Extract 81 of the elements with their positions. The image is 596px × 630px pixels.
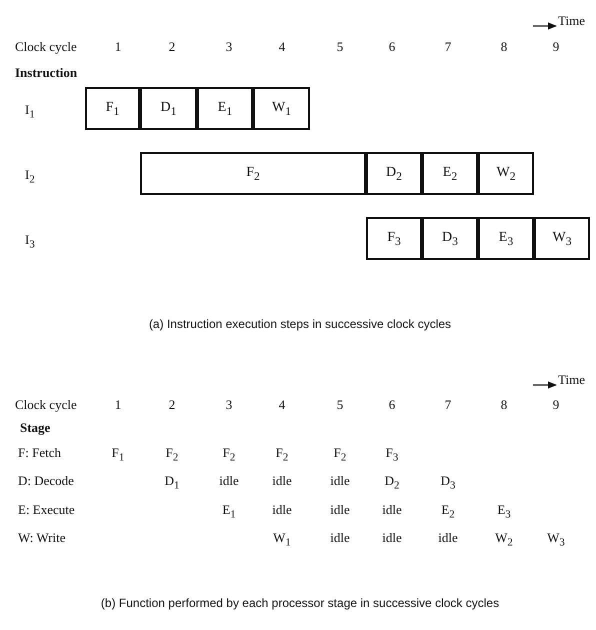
table-cell: D$_{1}$ [164, 474, 180, 492]
column-number: 7 [444, 40, 452, 53]
table-cell: E$_{2}$ [441, 503, 455, 520]
stage-label: E$_{2}$ [442, 164, 458, 182]
stage-box [478, 217, 534, 260]
axis-label: Time [558, 373, 585, 386]
stage-box [253, 87, 310, 130]
stage-label: E$_{1}$ [218, 100, 232, 118]
stage-name: D: Decode [18, 474, 74, 487]
stage-label: F$_{1}$ [106, 100, 120, 118]
table-cell: idle [438, 531, 458, 544]
column-number: 9 [552, 40, 560, 53]
stage-box [85, 87, 140, 130]
table-cell: idle [219, 474, 239, 487]
stage-box [422, 152, 478, 195]
column-number: 8 [500, 40, 508, 53]
stage-box [366, 217, 422, 260]
row-header: Clock cycle [15, 40, 77, 53]
row-header: Clock cycle [15, 398, 77, 411]
table-cell: W$_{3}$ [547, 531, 565, 548]
column-header: Stage [20, 421, 50, 434]
stage-name: F: Fetch [18, 446, 61, 459]
table-cell: F$_{3}$ [386, 446, 398, 464]
stage-label: F$_{2}$ [246, 164, 260, 182]
table-cell: idle [330, 474, 350, 487]
stage-box [366, 152, 422, 195]
axis-label: Time [558, 14, 585, 27]
table-cell: D$_{3}$ [440, 474, 456, 492]
stage-label: W$_{2}$ [496, 164, 516, 182]
column-number: 3 [226, 40, 232, 53]
column-number: 6 [388, 40, 396, 53]
table-cell: idle [382, 503, 402, 516]
column-number: 2 [168, 40, 176, 53]
stage-label: W$_{1}$ [272, 100, 292, 118]
column-number: 2 [168, 398, 176, 411]
table-cell: E$_{1}$ [222, 503, 236, 520]
column-number: 9 [552, 398, 560, 411]
column-header: Instruction [15, 66, 78, 79]
stage-name: E: Execute [18, 503, 75, 516]
stage-name: W: Write [18, 531, 66, 544]
column-number: 5 [336, 398, 344, 411]
table-cell: E$_{3}$ [497, 503, 511, 520]
column-number: 1 [114, 398, 122, 411]
column-number: 1 [114, 40, 122, 53]
column-number: 5 [336, 40, 344, 53]
caption: (b) Function performed by each processor stage in successive clock cycles [100, 597, 500, 609]
table-cell: F$_{2}$ [222, 446, 236, 464]
column-number: 6 [388, 398, 396, 411]
stage-box [422, 217, 478, 260]
table-cell: F$_{1}$ [112, 446, 124, 464]
stage-box [140, 152, 366, 195]
table-cell: idle [272, 503, 292, 516]
caption: (a) Instruction execution steps in successive clock cycles [148, 318, 452, 330]
table-cell: D$_{2}$ [384, 474, 400, 492]
column-number: 4 [278, 40, 286, 53]
column-number: 7 [444, 398, 452, 411]
column-number: 3 [226, 398, 232, 411]
table-cell: idle [272, 474, 292, 487]
table-cell: F$_{2}$ [276, 446, 288, 464]
column-number: 8 [500, 398, 508, 411]
stage-label: D$_{2}$ [386, 164, 402, 182]
stage-label: F$_{3}$ [387, 230, 401, 248]
table-cell: F$_{2}$ [166, 446, 178, 464]
stage-label: D$_{3}$ [442, 230, 458, 248]
stage-box [534, 217, 590, 260]
table-cell: idle [382, 531, 402, 544]
column-number: 4 [278, 398, 286, 411]
table-cell: W$_{2}$ [495, 531, 513, 548]
stage-label: D$_{1}$ [160, 100, 176, 118]
stage-label: E$_{3}$ [498, 230, 514, 248]
table-cell: idle [330, 503, 350, 516]
table-cell: F$_{2}$ [334, 446, 346, 464]
stage-box [140, 87, 197, 130]
table-cell: idle [330, 531, 350, 544]
stage-box [478, 152, 534, 195]
instruction-label: I$_{1}$ [25, 103, 35, 120]
instruction-label: I$_{2}$ [25, 168, 35, 186]
stage-label: W$_{3}$ [552, 230, 572, 248]
instruction-label: I$_{3}$ [25, 233, 35, 250]
table-cell: W$_{1}$ [273, 531, 291, 548]
stage-box [197, 87, 253, 130]
